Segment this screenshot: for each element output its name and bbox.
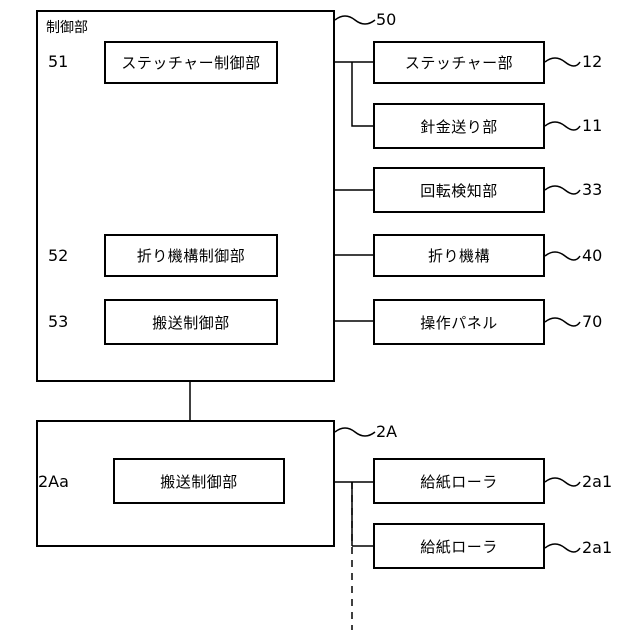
leader-50	[335, 16, 375, 24]
ref-2a1-2: 2a1	[582, 539, 612, 557]
ref-2a1-1: 2a1	[582, 473, 612, 491]
wire-feed-box: 針金送り部	[373, 103, 545, 149]
feed-roller-box-1: 給紙ローラ	[373, 458, 545, 504]
ref-70: 70	[582, 313, 602, 331]
transport-control-box: 搬送制御部	[104, 299, 278, 345]
feed-roller-box-2: 給紙ローラ	[373, 523, 545, 569]
ref-11: 11	[582, 117, 602, 135]
ref-52: 52	[48, 247, 68, 265]
leader-2A	[335, 428, 375, 436]
ref-50: 50	[376, 11, 396, 29]
ref-51: 51	[48, 53, 68, 71]
leader-11	[545, 122, 580, 130]
line-to-wire-feed	[352, 62, 373, 126]
leader-12	[545, 58, 580, 66]
operation-panel-box: 操作パネル	[373, 299, 545, 345]
stitcher-control-box: ステッチャー制御部	[104, 41, 278, 84]
leader-33	[545, 186, 580, 194]
leader-2a1-2	[545, 544, 580, 552]
ref-2Aa: 2Aa	[38, 473, 69, 491]
ref-33: 33	[582, 181, 602, 199]
leader-70	[545, 318, 580, 326]
ref-40: 40	[582, 247, 602, 265]
stitcher-box: ステッチャー部	[373, 41, 545, 84]
ref-53: 53	[48, 313, 68, 331]
controller-title: 制御部	[46, 20, 88, 36]
leader-2a1-1	[545, 478, 580, 486]
rotation-detector-box: 回転検知部	[373, 167, 545, 213]
ref-2A: 2A	[376, 423, 397, 441]
leader-40	[545, 252, 580, 260]
folding-mechanism-box: 折り機構	[373, 234, 545, 277]
unit-2A-transport-control-box: 搬送制御部	[113, 458, 285, 504]
folding-control-box: 折り機構制御部	[104, 234, 278, 277]
ref-12: 12	[582, 53, 602, 71]
